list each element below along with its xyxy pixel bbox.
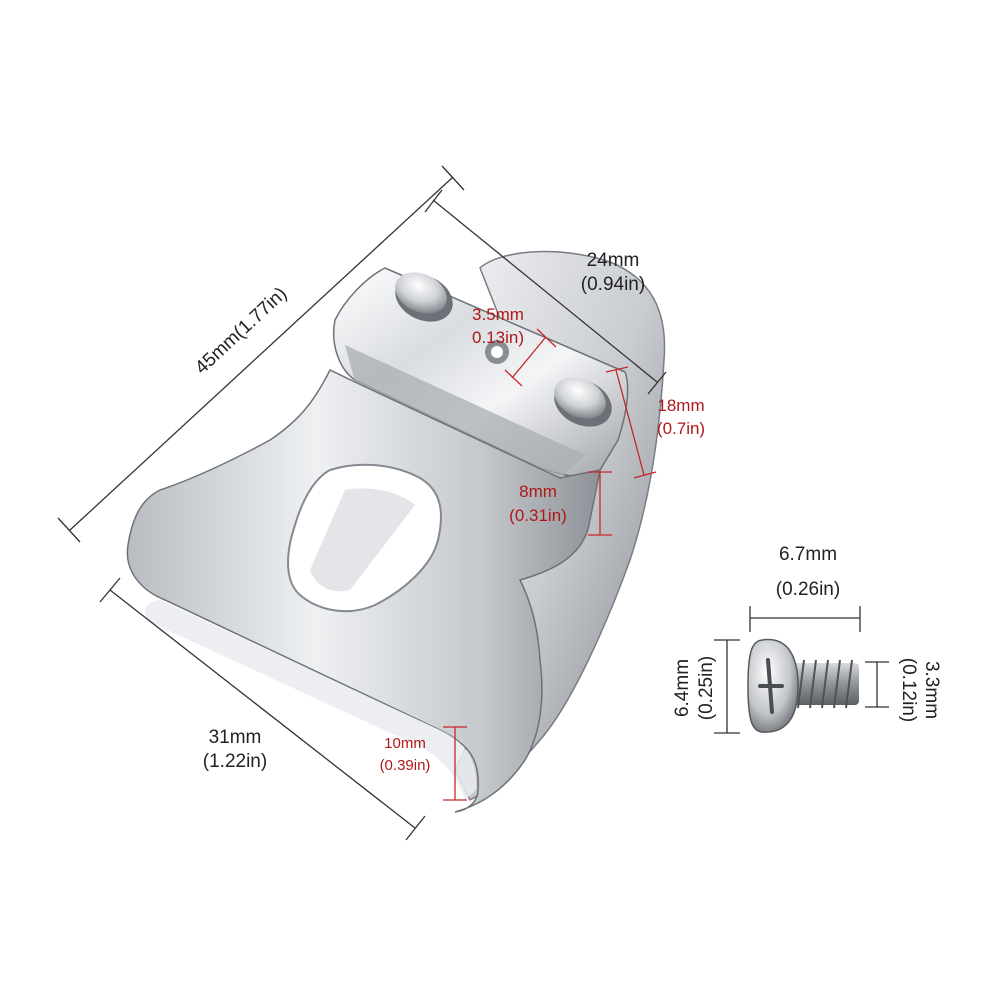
dimension-lines-dark	[57, 165, 889, 841]
screw-phillips-slot	[758, 658, 784, 714]
hole-diameter-mm: 3.5mm	[472, 305, 524, 324]
clip-length-label: 45mm(1.77in)	[191, 283, 291, 378]
rivet-left	[395, 272, 453, 322]
screw-shank	[782, 663, 859, 705]
screw-thread-diameter-in: (0.12in)	[898, 658, 919, 722]
belt-clip	[126, 250, 666, 813]
rivet-spacing-in: (0.7in)	[657, 419, 705, 438]
rivet-right	[554, 377, 612, 427]
clip-bottom-width-in: (1.22in)	[203, 751, 267, 772]
clip-bottom-width-mm: 31mm	[209, 727, 262, 748]
clip-hole	[485, 340, 509, 364]
screw-length-in: (0.26in)	[776, 579, 840, 600]
slot-height-mm: 8mm	[519, 482, 557, 501]
screw-length-mm: 6.7mm	[779, 544, 837, 565]
clip-slot-inner-edge	[310, 488, 415, 592]
screw-head-diameter-in: (0.25in)	[696, 656, 717, 720]
slot-height-in: (0.31in)	[509, 506, 567, 525]
hole-diameter-in: 0.13in)	[472, 328, 524, 347]
clip-bottom-lip	[144, 600, 477, 800]
rivet-spacing-mm: 18mm	[657, 396, 704, 415]
bottom-lip-mm: 10mm	[384, 735, 426, 752]
screw-thread-diameter-mm: 3.3mm	[921, 661, 942, 719]
dimension-lines-red	[443, 328, 657, 801]
clip-fold-shadow	[345, 345, 585, 478]
clip-top-width-in: (0.94in)	[581, 274, 645, 295]
screw-head-diameter-mm: 6.4mm	[672, 659, 693, 717]
clip-top-width-mm: 24mm	[587, 250, 640, 271]
screw	[747, 638, 859, 733]
clip-top-plate	[333, 267, 629, 478]
bottom-lip-in: (0.39in)	[380, 757, 431, 774]
